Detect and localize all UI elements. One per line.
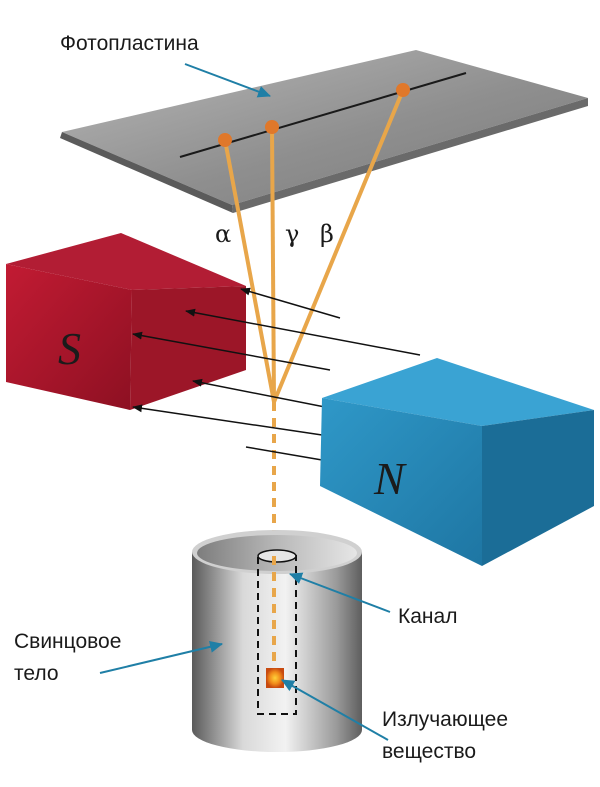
gamma-impact-dot (265, 120, 279, 134)
emitting-substance (266, 668, 284, 688)
lead-body-label-line2: тело (14, 662, 59, 685)
field-line (192, 378, 331, 409)
pointers (99, 63, 391, 741)
photoplate (60, 50, 588, 213)
field-lines (132, 287, 421, 461)
lead-body-pointer (99, 640, 223, 674)
beta-ray (272, 89, 405, 403)
beta-impact-dot (396, 83, 410, 97)
field-line (132, 331, 331, 371)
channel-pointer (289, 572, 391, 613)
photoplate-pointer (184, 63, 271, 98)
gamma-ray (270, 126, 276, 403)
emitting-label-line2: вещество (382, 740, 476, 763)
alpha-label: α (215, 220, 231, 248)
photoplate-label: Фотопластина (60, 32, 199, 55)
field-line (185, 308, 421, 356)
magnet-north-label: N (373, 453, 407, 504)
alpha-impact-dot (218, 133, 232, 147)
channel-label: Канал (398, 605, 457, 628)
field-line (245, 446, 323, 461)
lead-body (192, 530, 362, 752)
magnet-north: N (320, 358, 594, 566)
emitting-label-line1: Излучающее (382, 708, 508, 731)
magnet-south-label: S (58, 323, 81, 374)
field-line (132, 404, 323, 436)
gamma-label: γ (285, 220, 299, 248)
beta-label: β (320, 220, 334, 248)
field-line (240, 287, 341, 319)
magnet-south: S (6, 233, 246, 410)
lead-body-label-line1: Свинцовое (14, 630, 121, 653)
emitting-pointer (281, 679, 389, 741)
